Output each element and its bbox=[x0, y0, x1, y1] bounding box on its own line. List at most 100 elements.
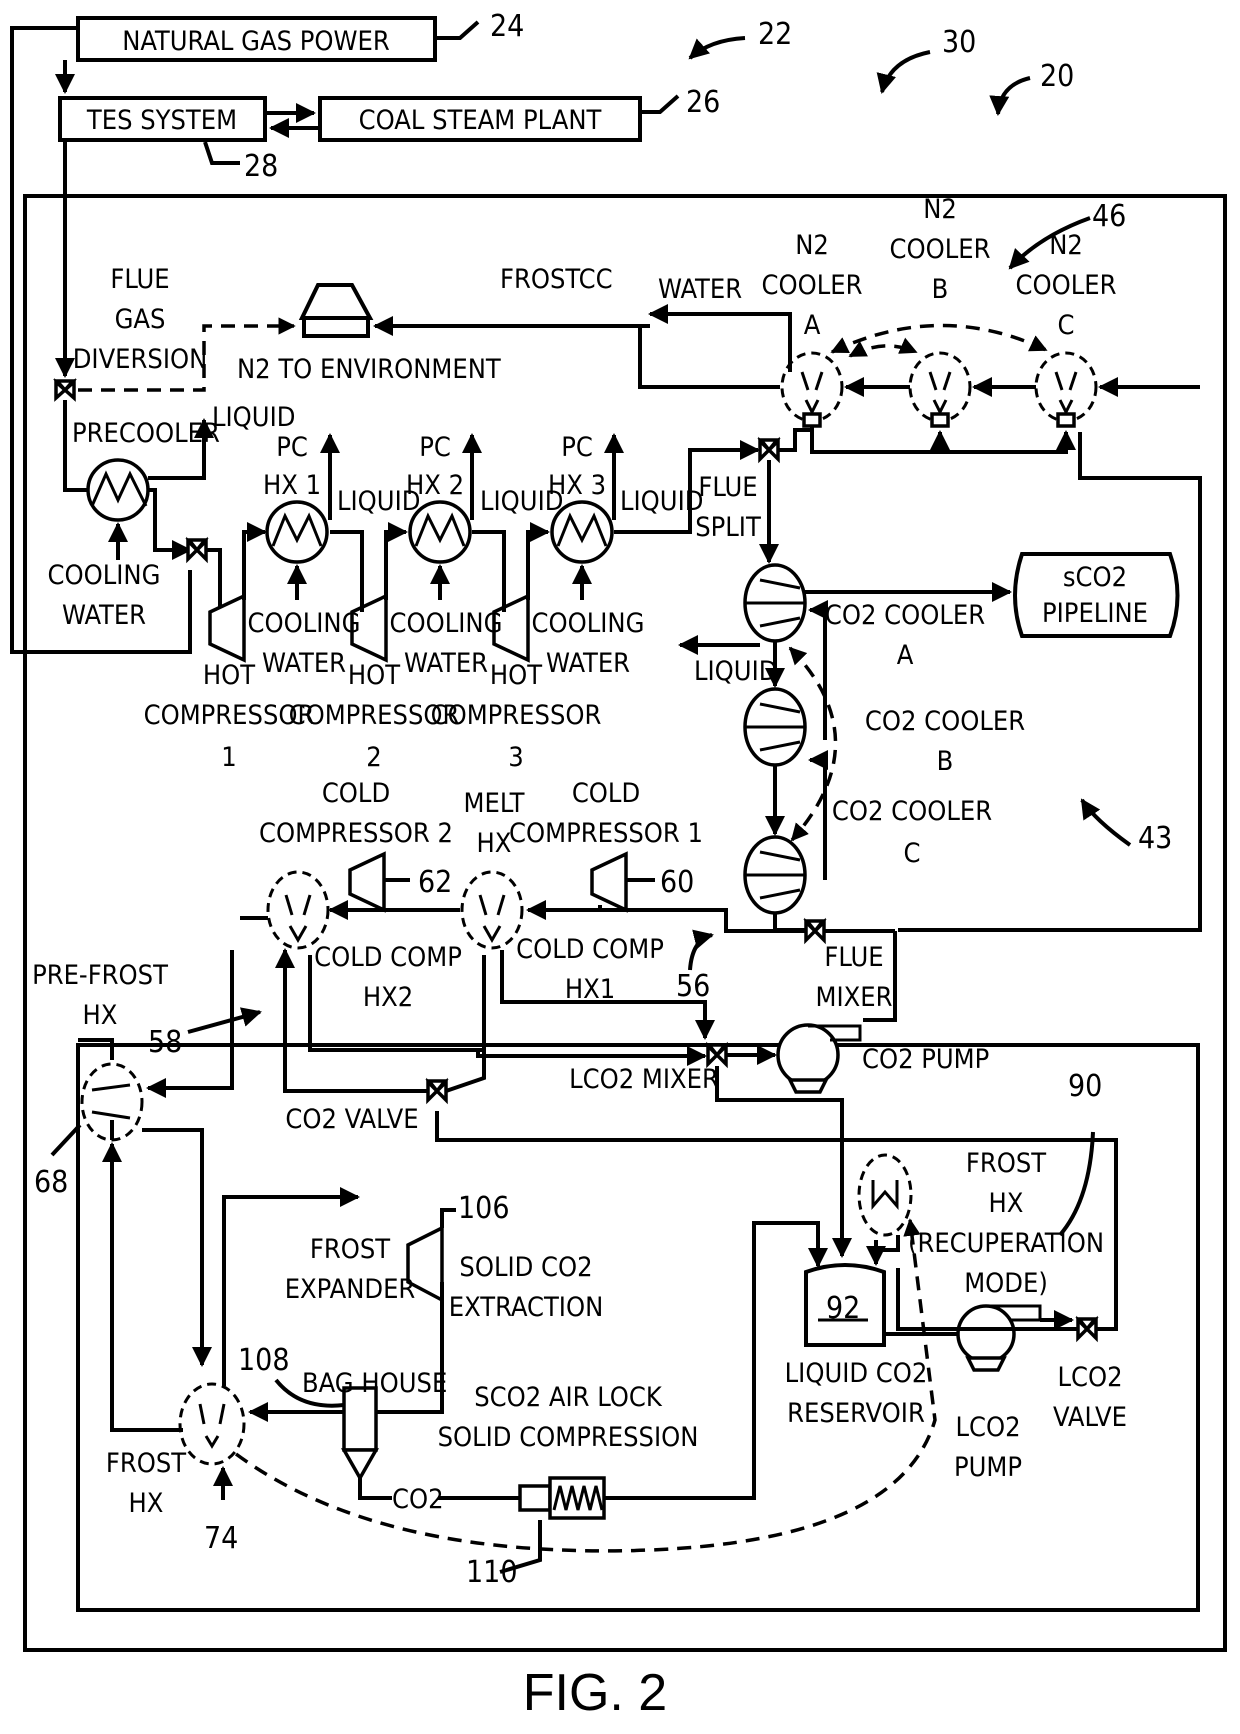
ref-90: 90 bbox=[1068, 1069, 1102, 1104]
n2-to-environment-label: N2 TO ENVIRONMENT bbox=[237, 354, 501, 385]
hc2-to-pchx2 bbox=[386, 532, 406, 600]
leader-24 bbox=[435, 22, 478, 38]
lco2-mixer-to-reservoir bbox=[717, 1066, 842, 1256]
pchx3-cw-line1: COOLING bbox=[532, 608, 645, 639]
ref-43: 43 bbox=[1138, 821, 1172, 856]
flue-split-line1: FLUE bbox=[698, 472, 757, 503]
pc-hx-1-icon bbox=[267, 502, 327, 562]
frost-expander-line2: EXPANDER bbox=[285, 1274, 416, 1305]
cold-comp-2-line1: COLD bbox=[322, 778, 390, 809]
co2-cooler-c-icon bbox=[745, 837, 805, 913]
frost-expander-line1: FROST bbox=[310, 1234, 390, 1265]
ref-46: 46 bbox=[1092, 199, 1126, 234]
n2a-n2b-dashed-link bbox=[850, 346, 916, 356]
airlock-compressor-icon bbox=[520, 1478, 604, 1518]
lco2-pump-line1: LCO2 bbox=[955, 1412, 1020, 1443]
prefrost-to-frost-hx bbox=[142, 1130, 202, 1365]
pchx2-to-hc3 bbox=[472, 532, 504, 612]
pchx1-cw-line2: WATER bbox=[262, 648, 346, 679]
hot-comp-2-line1: HOT bbox=[348, 660, 400, 691]
frost-hx-recuperation-icon bbox=[859, 1155, 911, 1235]
n2a-to-n2b-bottom bbox=[812, 426, 940, 452]
ref-110: 110 bbox=[466, 1555, 518, 1590]
precooler-cw-line2: WATER bbox=[62, 600, 146, 631]
ref-58: 58 bbox=[148, 1025, 182, 1060]
flue-mixer-valve-icon bbox=[806, 921, 824, 940]
n2a-to-environment bbox=[640, 326, 780, 387]
lco2-valve-icon bbox=[1078, 1319, 1096, 1338]
cold-compressor-2-icon bbox=[350, 854, 384, 910]
liquid-co2-reservoir-line1: LIQUID CO2 bbox=[785, 1358, 928, 1389]
co2a-liquid-label: LIQUID bbox=[694, 656, 777, 687]
n2b-to-n2c-bottom bbox=[940, 432, 1066, 452]
diversion-valve-icon bbox=[56, 381, 74, 398]
hc1-to-pchx1 bbox=[244, 532, 265, 600]
sco2-pipeline-line2: PIPELINE bbox=[1042, 598, 1148, 629]
pc-hx-1-line2: HX 1 bbox=[263, 470, 321, 501]
ref-20: 20 bbox=[1040, 59, 1074, 94]
lco2-valve-line1: LCO2 bbox=[1057, 1362, 1122, 1393]
flue-split-line2: SPLIT bbox=[695, 512, 761, 543]
cold-comp-hx2-line1: COLD COMP bbox=[314, 942, 462, 973]
leader-68 bbox=[52, 1125, 80, 1155]
ref-24: 24 bbox=[490, 9, 524, 44]
cold-compressor-1-icon bbox=[592, 854, 626, 910]
precooler-to-valve bbox=[148, 490, 190, 550]
ref-62: 62 bbox=[418, 865, 452, 900]
pchx2-cw-line1: COOLING bbox=[390, 608, 503, 639]
pre-frost-hx-line1: PRE-FROST bbox=[32, 960, 168, 991]
melt-hx-line2: HX bbox=[477, 828, 512, 859]
n2-cooler-b-line1: N2 bbox=[923, 194, 957, 225]
lco2-valve-line2: VALVE bbox=[1053, 1402, 1127, 1433]
hot-comp-1-line1: HOT bbox=[203, 660, 255, 691]
leader-106 bbox=[442, 1210, 456, 1228]
leader-58 bbox=[188, 1012, 260, 1032]
flue-split-to-n2a bbox=[778, 430, 812, 450]
pchx1-cw-line1: COOLING bbox=[248, 608, 361, 639]
flue-gas-diversion-line1: FLUE bbox=[110, 264, 169, 295]
pchx1-to-hc2 bbox=[330, 532, 362, 612]
co2-cooler-c-line1: CO2 COOLER bbox=[832, 796, 992, 827]
pc-hx-1-line1: PC bbox=[276, 432, 308, 463]
ref-22: 22 bbox=[758, 17, 792, 52]
to-hot-comp-1 bbox=[206, 550, 220, 612]
n2-cooler-a-line2: COOLER bbox=[762, 270, 863, 301]
flue-split-valve-icon bbox=[760, 440, 778, 459]
co2-pump-icon bbox=[778, 1025, 860, 1092]
co2-valve-label: CO2 VALVE bbox=[285, 1104, 418, 1135]
ref-30: 30 bbox=[942, 25, 976, 60]
ref-60: 60 bbox=[660, 865, 694, 900]
n2a-water-out bbox=[650, 314, 790, 372]
co2-cooler-b-icon bbox=[745, 689, 805, 765]
pchx3-liquid-label: LIQUID bbox=[620, 486, 703, 517]
flue-gas-diversion-line3: DIVERSION bbox=[73, 344, 208, 375]
pchx1-liquid-label: LIQUID bbox=[337, 486, 420, 517]
pchx2-cw-line2: WATER bbox=[404, 648, 488, 679]
co2c-return-up bbox=[810, 760, 825, 880]
water-label: WATER bbox=[658, 274, 742, 305]
figure-caption: FIG. 2 bbox=[523, 1664, 667, 1722]
n2-cooler-c-line1: N2 bbox=[1049, 230, 1083, 261]
leader-22 bbox=[690, 38, 745, 58]
leader-20 bbox=[998, 78, 1030, 114]
flue-gas-diversion-line2: GAS bbox=[115, 304, 166, 335]
precooler-label: PRECOOLER bbox=[72, 418, 220, 449]
bag-house-icon bbox=[344, 1388, 376, 1478]
co2-valve-icon bbox=[428, 1081, 446, 1100]
co2-pump-label: CO2 PUMP bbox=[862, 1044, 989, 1075]
frost-hx-to-prefrost bbox=[112, 1144, 183, 1430]
cold-comp-2-line2: COMPRESSOR 2 bbox=[259, 818, 453, 849]
ref-106: 106 bbox=[458, 1191, 510, 1226]
lco2-mixer-label: LCO2 MIXER bbox=[569, 1064, 719, 1095]
sco2-air-lock-line1: SCO2 AIR LOCK bbox=[474, 1382, 663, 1413]
frost-hx-icon bbox=[180, 1384, 244, 1464]
flue-mixer-line2: MIXER bbox=[816, 982, 893, 1013]
ref-26: 26 bbox=[686, 85, 720, 120]
sco2-air-lock-line2: SOLID COMPRESSION bbox=[438, 1422, 699, 1453]
bag-house-label: BAG HOUSE bbox=[302, 1368, 447, 1399]
liquid-co2-reservoir-line2: RESERVOIR bbox=[787, 1398, 925, 1429]
precooler-outlet-valve-icon bbox=[188, 540, 206, 559]
co2-label: CO2 bbox=[392, 1484, 444, 1515]
co2-cooler-c-line2: C bbox=[904, 838, 921, 869]
